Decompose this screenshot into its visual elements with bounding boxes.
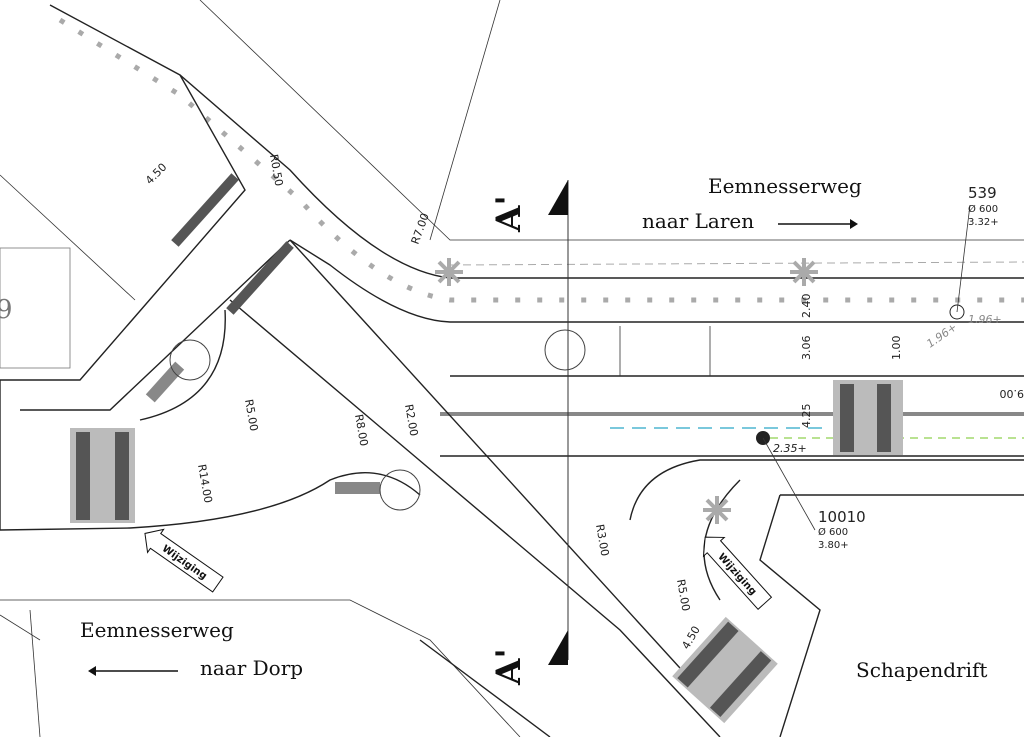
road-name-top: Eemnesserweg bbox=[708, 174, 862, 198]
tree-icons bbox=[169, 329, 586, 511]
manhole-id: 10010 bbox=[818, 508, 866, 526]
dimension-label: R0.50 bbox=[267, 153, 285, 187]
manhole-diameter: Ø 600 bbox=[818, 526, 848, 538]
zebra-crossings bbox=[70, 173, 903, 724]
direction-arrows bbox=[88, 219, 858, 676]
schapendrift-road bbox=[629, 459, 1024, 737]
star-plant-icons bbox=[435, 258, 818, 524]
side-road-name: Schapendrift bbox=[856, 658, 987, 682]
direction-top: naar Laren bbox=[642, 209, 754, 233]
tree-icon bbox=[169, 339, 211, 381]
dimension-label: 2.40 bbox=[800, 294, 813, 319]
manhole-diameter: Ø 600 bbox=[968, 203, 998, 215]
dimension-label: 9.00 bbox=[1000, 387, 1024, 400]
dimension-label: R5.00 bbox=[242, 398, 260, 432]
section-label-top: A' bbox=[489, 195, 529, 233]
dimension-label: R8.00 bbox=[352, 413, 370, 447]
level-label: 1.96+ bbox=[968, 313, 1002, 326]
direction-bottom: naar Dorp bbox=[200, 656, 303, 680]
manhole-level: 3.32+ bbox=[968, 217, 999, 228]
change-marker: Wijziging bbox=[144, 528, 224, 593]
dimension-label: 1.00 bbox=[890, 336, 903, 361]
level-label: 1.96+ bbox=[924, 320, 959, 350]
road-name-bottom: Eemnesserweg bbox=[80, 618, 234, 642]
eemnesserweg-north bbox=[49, 4, 1024, 457]
section-line-a: A' A' bbox=[489, 180, 569, 686]
dimension-label: R5.00 bbox=[674, 578, 692, 612]
tree-icon bbox=[544, 329, 586, 371]
tree-icon bbox=[379, 469, 421, 511]
manhole-id: 539 bbox=[968, 184, 997, 202]
dimension-label: R14.00 bbox=[195, 463, 215, 504]
dimension-label: R7.00 bbox=[409, 211, 432, 246]
manhole-icon bbox=[949, 304, 965, 320]
dimension-label: 4.25 bbox=[800, 404, 813, 429]
diagonal-road bbox=[0, 74, 721, 737]
lot-number: 9 bbox=[0, 295, 13, 325]
dimension-label: R2.00 bbox=[402, 403, 420, 437]
section-label-bottom: A' bbox=[489, 648, 529, 686]
dimension-label: 3.06 bbox=[800, 336, 813, 361]
dimension-label: 4.50 bbox=[143, 161, 170, 188]
manhole-level: 3.80+ bbox=[818, 540, 849, 551]
dimension-label: R3.00 bbox=[593, 523, 611, 557]
level-label: 2.35+ bbox=[773, 442, 807, 455]
